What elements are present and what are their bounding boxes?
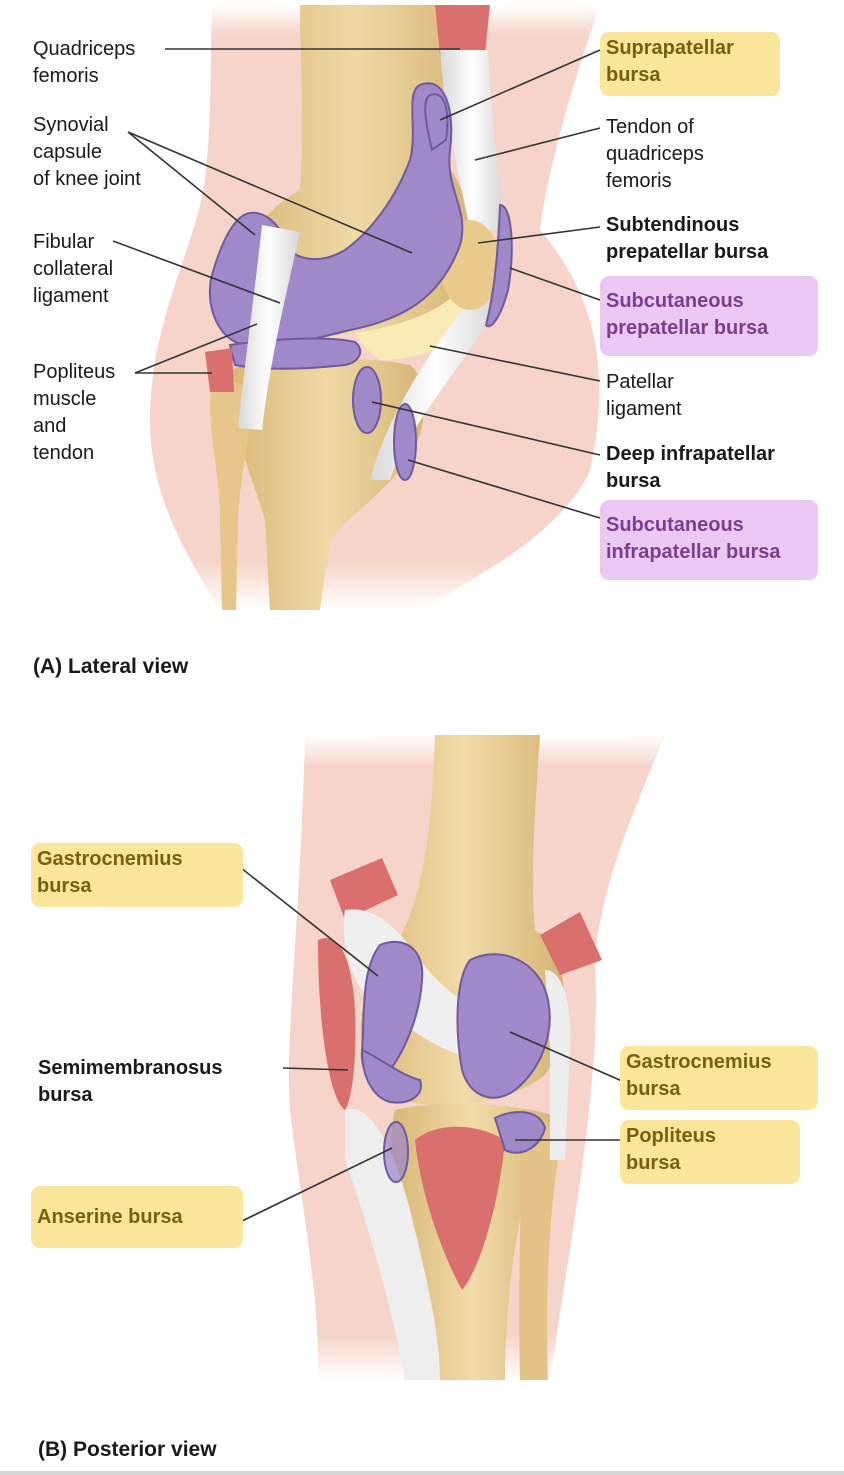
subcut-infrapatellar-bursa-shape <box>393 403 417 481</box>
fibula <box>210 381 251 610</box>
fibular-collateral-ligament <box>238 225 300 430</box>
label-semimembranosus-bursa: Semimembranosus bursa <box>38 1057 223 1106</box>
label-quadriceps-femoris: Quadriceps femoris <box>33 38 136 87</box>
label-popliteus-bursa: Popliteus bursa <box>620 1120 800 1184</box>
label-synovial-capsule: Synovial capsule of knee joint <box>33 114 141 190</box>
label-popliteus-muscle-tendon: Popliteus muscle and tendon <box>33 361 116 464</box>
deep-infrapatellar-bursa-shape <box>352 366 382 434</box>
leader-lines-b <box>235 863 623 1223</box>
label-deep-infrapatellar-bursa: Deep infrapatellar bursa <box>606 443 775 492</box>
popliteus-bursa-shape <box>493 1111 547 1154</box>
bottom-divider <box>0 1471 844 1475</box>
anserine-bursa-shape <box>383 1121 409 1183</box>
leader-lines-a <box>112 48 601 519</box>
semimembranosus-bursa-shape <box>360 1048 422 1104</box>
popliteus-muscle <box>205 348 234 392</box>
label-suprapatellar-bursa: Suprapatellar bursa <box>600 32 780 96</box>
suprapatellar-bursa-shape <box>424 93 449 152</box>
label-subtendinous-prepatellar-bursa: Subtendinous prepatellar bursa <box>606 214 769 263</box>
label-anserine-bursa: Anserine bursa <box>31 1186 243 1248</box>
lateral-gastrocnemius-origin <box>540 912 602 975</box>
label-fibular-collateral-ligament: Fibular collateral ligament <box>33 231 114 307</box>
knee-posterior-illustration <box>235 735 665 1380</box>
caption-posterior-view: (B) Posterior view <box>38 1438 217 1461</box>
label-gastrocnemius-bursa-right: Gastrocnemius bursa <box>620 1046 818 1110</box>
posterior-fibula <box>519 1119 561 1380</box>
quadriceps-muscle <box>435 5 490 55</box>
lateral-collateral-posterior <box>545 970 571 1160</box>
right-gastrocnemius-bursa-shape <box>456 953 551 1099</box>
medial-gastrocnemius-origin <box>330 858 398 920</box>
label-subcutaneous-infrapatellar-bursa: Subcutaneous infrapatellar bursa <box>600 500 818 580</box>
quadriceps-tendon <box>440 50 505 230</box>
label-gastrocnemius-bursa-left: Gastrocnemius bursa <box>31 843 243 907</box>
prepatellar-bursa-shape <box>484 203 513 328</box>
caption-lateral-view: (A) Lateral view <box>33 655 189 678</box>
knee-lateral-illustration <box>112 5 601 610</box>
label-tendon-of-quadriceps: Tendon of quadriceps femoris <box>606 116 704 192</box>
label-patellar-ligament: Patellar ligament <box>606 371 682 420</box>
medial-tendons <box>345 1108 440 1380</box>
label-subcutaneous-prepatellar-bursa: Subcutaneous prepatellar bursa <box>600 276 818 356</box>
popliteus-posterior-muscle <box>415 1126 505 1290</box>
semimembranosus-muscle <box>318 938 356 1110</box>
